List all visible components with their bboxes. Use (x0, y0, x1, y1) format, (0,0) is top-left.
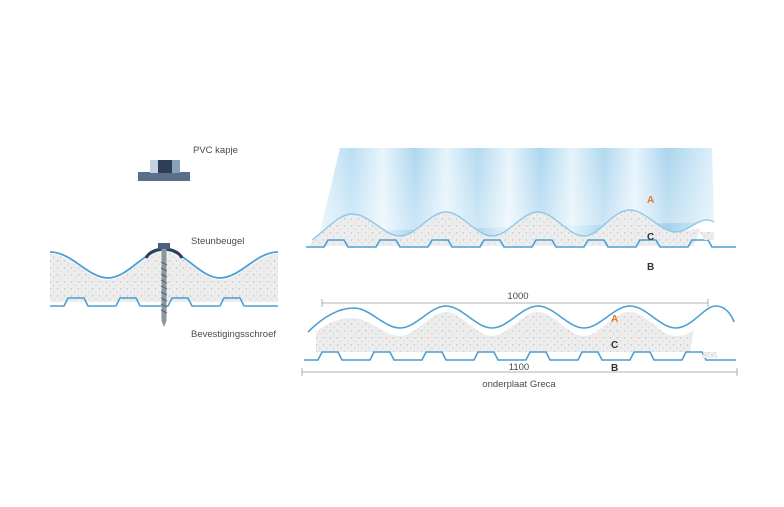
sheet-perspective: A C B (306, 148, 736, 273)
section-top-sheet (307, 305, 735, 333)
dimension-1100-label: 1100 (509, 362, 529, 373)
pvc-cap-icon (138, 160, 190, 181)
screw-label: Bevestigingsschroef (191, 329, 276, 340)
section-letter-a: A (611, 314, 618, 325)
section-foam-core (316, 312, 694, 352)
bracket-label: Steunbeugel (191, 236, 244, 247)
fastener-detail: PVC kapje Steunbeugel Bevestigingsschroe… (49, 145, 279, 340)
perspective-letter-b: B (647, 262, 654, 273)
section-letter-c: C (611, 340, 618, 351)
perspective-foam-core (310, 210, 700, 246)
perspective-letter-c: C (647, 232, 654, 243)
perspective-letter-a: A (647, 195, 654, 206)
section-under-sheet (304, 351, 736, 361)
fastening-screw-icon (160, 249, 168, 327)
pvc-cap-label: PVC kapje (193, 145, 238, 156)
cap-on-bracket (158, 243, 170, 249)
under-sheet-label: onderplaat Greca (482, 379, 556, 390)
section-letter-b: B (611, 363, 618, 374)
dimension-1000-label: 1000 (507, 291, 528, 302)
perspective-top-edge (311, 209, 715, 241)
left-under-sheet (50, 297, 278, 307)
perspective-under-sheet (306, 239, 736, 248)
sheet-cross-section: 1000 A C B 1100 onderplaat Greca (301, 291, 738, 390)
